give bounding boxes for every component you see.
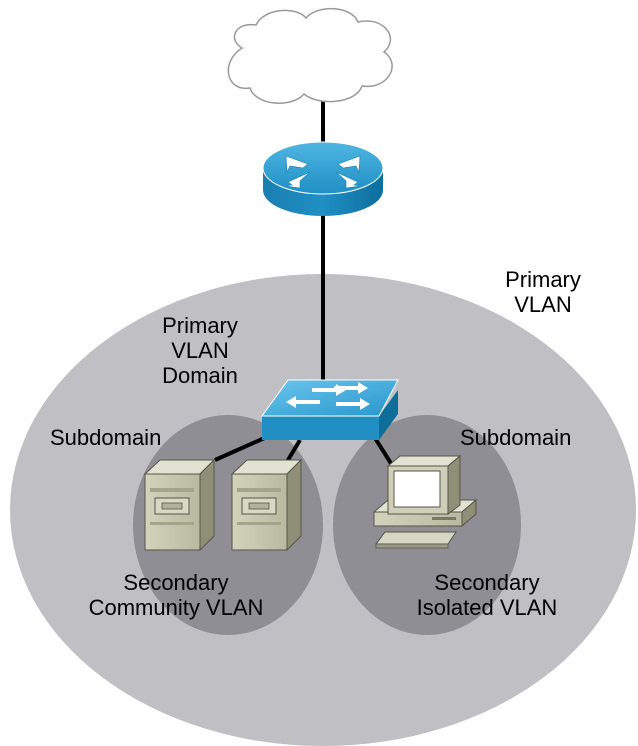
primary-vlan-domain-label: Primary VLAN Domain: [150, 313, 250, 388]
label-line: Primary: [505, 267, 581, 292]
label-line: Secondary: [123, 570, 229, 595]
subdomain-label-right: Subdomain: [460, 425, 572, 450]
server-icon: [143, 458, 216, 552]
workstation-icon: [372, 454, 478, 549]
primary-vlan-region: [10, 274, 636, 746]
label-line: Community VLAN: [88, 595, 264, 620]
label-line: Isolated VLAN: [416, 595, 558, 620]
label-line: Domain: [162, 363, 238, 388]
label-line: VLAN: [514, 292, 572, 317]
subdomain-label-left: Subdomain: [50, 425, 162, 450]
label-line: VLAN: [171, 338, 229, 363]
label-line: Secondary: [434, 570, 540, 595]
server-icon: [230, 458, 303, 552]
label-line: Primary: [162, 313, 238, 338]
community-vlan-label: Secondary Community VLAN: [76, 570, 276, 620]
primary-vlan-label: Primary VLAN: [500, 267, 586, 317]
cloud-icon: [227, 7, 393, 104]
router-icon: [262, 141, 384, 216]
isolated-vlan-label: Secondary Isolated VLAN: [407, 570, 567, 620]
switch-icon: [261, 379, 399, 440]
